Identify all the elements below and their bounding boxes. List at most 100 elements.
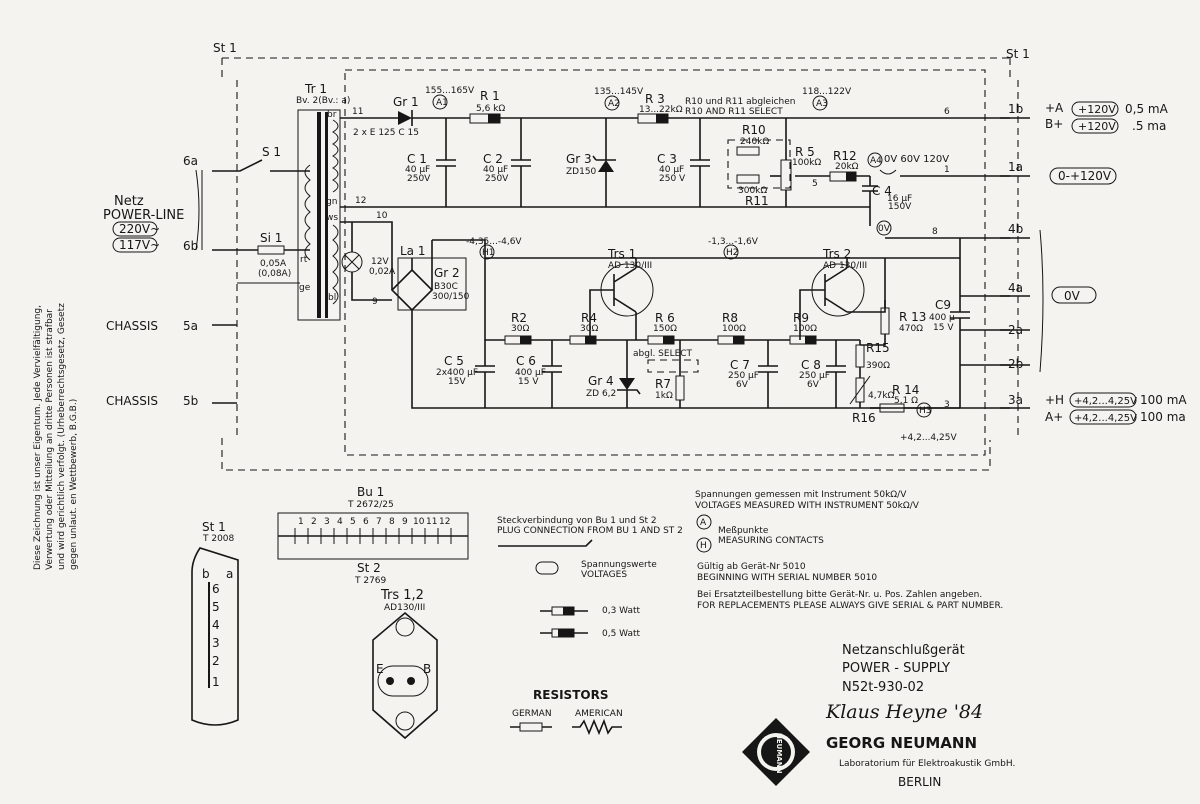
r6-value: 150Ω xyxy=(653,324,677,334)
st1-row-1: 1 xyxy=(212,675,220,689)
note-meas-de: Spannungen gemessen mit Instrument 50kΩ/… xyxy=(695,490,907,500)
transistor-package xyxy=(372,611,438,740)
c4-v1: 16 µF xyxy=(887,194,912,204)
wire-6: 6 xyxy=(944,107,950,117)
st1-plug-title: St 1 xyxy=(202,520,226,534)
bu1-num-1: 1 xyxy=(298,517,304,527)
trs1-value: AD 130/III xyxy=(608,261,652,271)
si1-label: Si 1 xyxy=(260,231,282,245)
st2-title: St 2 xyxy=(357,561,381,575)
company-sub: Laboratorium für Elektroakustik GmbH. xyxy=(839,759,1015,769)
out-h-badge xyxy=(1069,392,1137,408)
voltage-220-badge xyxy=(112,221,158,237)
gr4-value: ZD 6,2 xyxy=(586,389,616,399)
out-a2-voltage: +4,2...4,25V xyxy=(1074,413,1137,424)
legend-h: H xyxy=(700,541,707,551)
r2-value: 30Ω xyxy=(511,324,529,334)
wire-12: 12 xyxy=(355,196,366,206)
c1-v1: 40 µF xyxy=(405,165,430,175)
r8-label: R8 xyxy=(722,311,738,325)
chassis-label-1: CHASSIS xyxy=(106,319,158,333)
wire-10: 10 xyxy=(376,211,388,221)
note-valid-en: BEGINNING WITH SERIAL NUMBER 5010 xyxy=(697,573,877,583)
voltage-117: 117V~ xyxy=(119,238,160,252)
bu1-num-5: 5 xyxy=(350,517,356,527)
bu1-num-8: 8 xyxy=(389,517,395,527)
out-b-plus: B+ xyxy=(1045,117,1063,131)
st1-left-label: St 1 xyxy=(213,41,237,55)
mp-h2-value: -1,3...-1,6V xyxy=(708,237,759,247)
tr-gn: gn xyxy=(326,197,337,207)
hv-rail xyxy=(340,110,1010,238)
trs1-label: Trs 1 xyxy=(607,247,636,261)
wire-5: 5 xyxy=(812,179,818,189)
s1-label: S 1 xyxy=(262,145,281,159)
c6-v2: 15 V xyxy=(518,377,539,387)
st1-right-label: St 1 xyxy=(1006,47,1030,61)
mp-a2: A2 xyxy=(608,99,620,109)
r15-label: R15 xyxy=(866,341,890,355)
wire-1: 1 xyxy=(944,165,950,175)
r4-label: R4 xyxy=(581,311,597,325)
measuring-points-lv xyxy=(479,244,932,418)
st1-plug xyxy=(191,547,239,726)
st1-row-6: 6 xyxy=(212,582,220,596)
wire-11: 11 xyxy=(352,107,363,117)
bu1-num-9: 9 xyxy=(402,517,408,527)
si1-value-1: 0,05A xyxy=(260,259,287,269)
c2-label: C 2 xyxy=(483,152,503,166)
st1-row-5: 5 xyxy=(212,600,220,614)
mp-a2-value: 135...145V xyxy=(594,87,644,97)
switch-positions: 0V 60V 120V xyxy=(884,154,949,165)
gr3-label: Gr 3 xyxy=(566,152,592,166)
mp-h2: H2 xyxy=(726,248,739,258)
pin-2a: 2a xyxy=(1008,323,1023,337)
mains-input xyxy=(195,159,310,404)
la1-label: La 1 xyxy=(400,244,426,258)
r6-label: R 6 xyxy=(655,311,675,325)
tr-bl: bl xyxy=(328,293,336,303)
r13-label: R 13 xyxy=(899,310,926,324)
pin-1a: 1a xyxy=(1008,160,1023,174)
c6-label: C 6 xyxy=(516,354,536,368)
c2-v1: 40 µF xyxy=(483,165,508,175)
bu1-num-12: 12 xyxy=(439,517,450,527)
gr3-value: ZD150 xyxy=(566,167,597,177)
bu1-st2-connector xyxy=(277,512,469,560)
c7-v1: 250 µF xyxy=(728,371,759,381)
r1-label: R 1 xyxy=(480,89,500,103)
range-badge xyxy=(1049,167,1117,185)
gr2-label: Gr 2 xyxy=(434,266,460,280)
r11-value: 300kΩ xyxy=(738,186,767,196)
c9-label: C9 xyxy=(935,298,951,312)
r16-value: 4,7kΩ xyxy=(868,391,895,401)
r8-value: 100Ω xyxy=(722,324,746,334)
out-a-badge xyxy=(1071,101,1119,117)
pin-2b: 2b xyxy=(1008,357,1023,371)
r7-value: 1kΩ xyxy=(655,391,673,401)
c2-v2: 250V xyxy=(485,174,509,184)
copyright-notice: Diese Zeichnung ist unser Eigentum. Jede… xyxy=(33,303,79,570)
voltage-117-badge xyxy=(112,237,158,253)
c5-v2: 15V xyxy=(448,377,466,387)
r10-value: 240kΩ xyxy=(740,137,769,147)
st1-row-4: 4 xyxy=(212,618,220,632)
bu1-num-11: 11 xyxy=(426,517,437,527)
c3-v1: 40 µF xyxy=(659,165,684,175)
r3-label: R 3 xyxy=(645,92,665,106)
r15-value: 390Ω xyxy=(866,361,890,371)
note-repl-en: FOR REPLACEMENTS PLEASE ALWAYS GIVE SERI… xyxy=(697,601,1003,611)
r10-note-de: R10 und R11 abgleichen xyxy=(685,97,796,107)
c5-label: C 5 xyxy=(444,354,464,368)
r14-label: R 14 xyxy=(892,383,919,397)
voltage-220: 220V~ xyxy=(119,222,160,236)
c9-v1: 400 µ xyxy=(929,313,955,323)
bu1-num-4: 4 xyxy=(337,517,343,527)
r13-value: 470Ω xyxy=(899,324,923,334)
trs2-label: Trs 2 xyxy=(822,247,851,261)
out-b-current: .5 ma xyxy=(1132,119,1166,133)
r3-value: 13...22kΩ xyxy=(639,105,683,115)
c6-v1: 400 µF xyxy=(515,368,546,378)
gr2-v2: 300/150 xyxy=(432,292,470,302)
